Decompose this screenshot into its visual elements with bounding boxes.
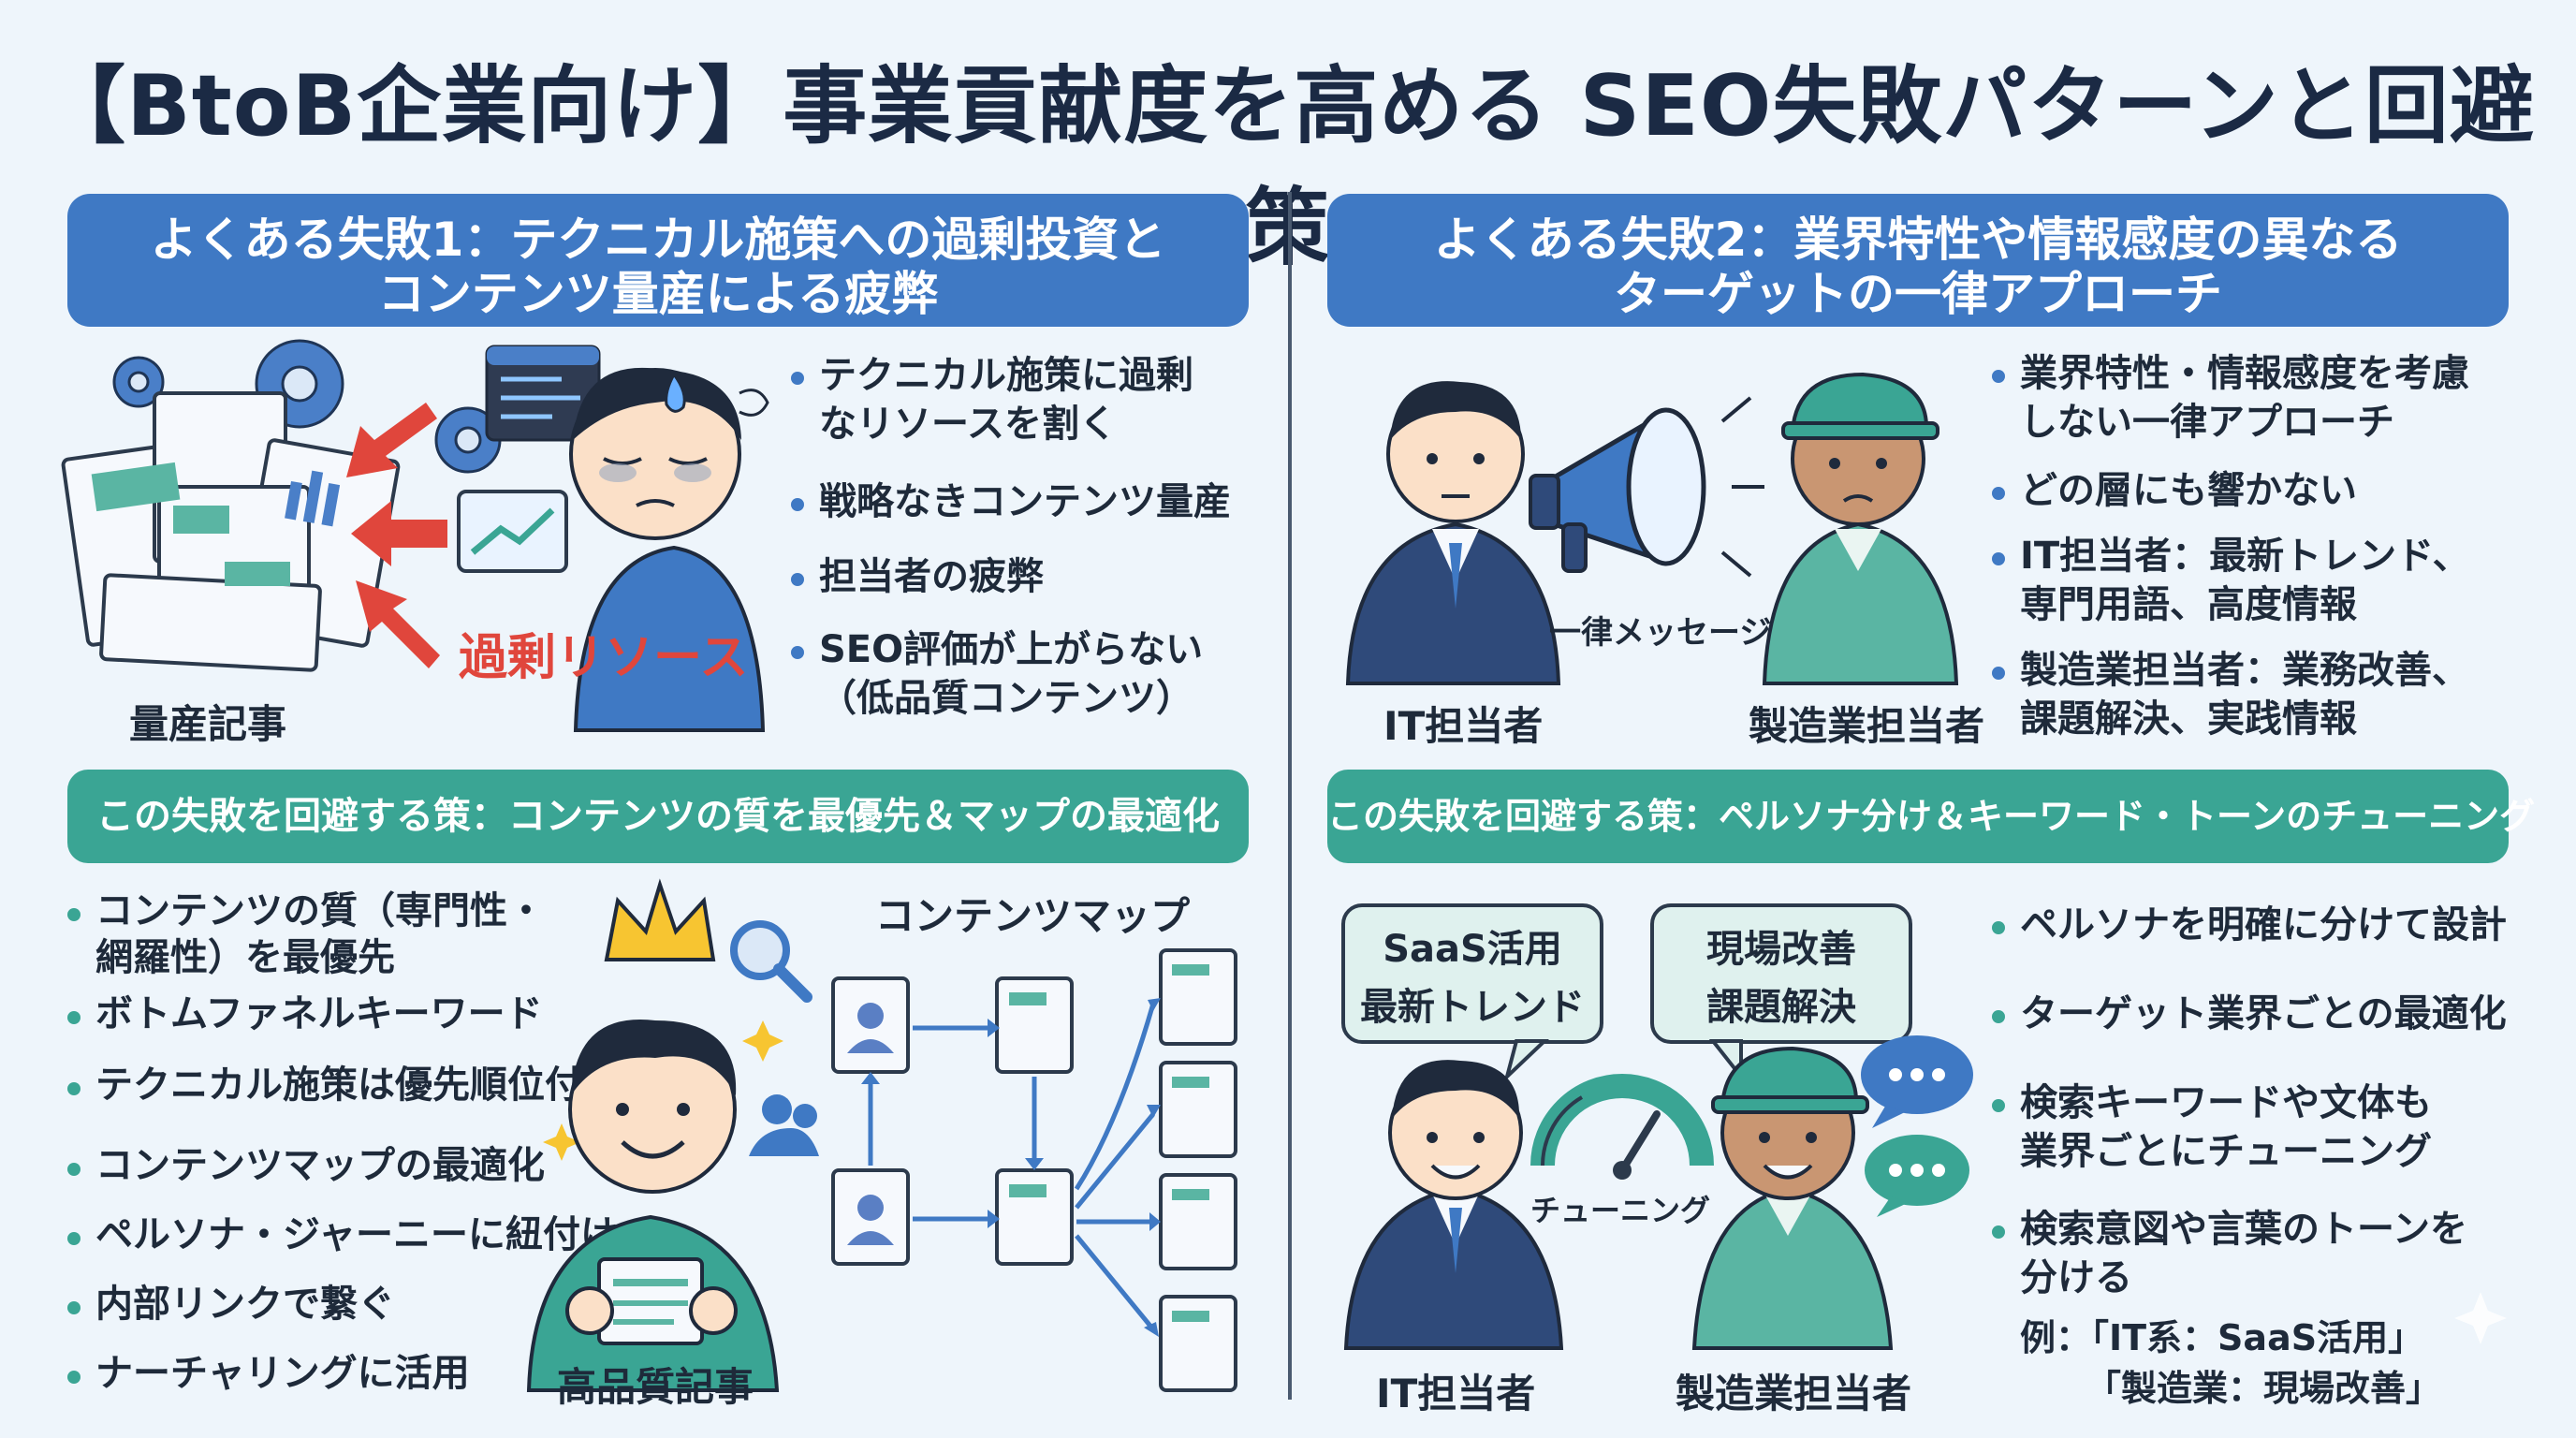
mass-article-label: 量産記事 [129,701,287,747]
center-divider [1288,192,1292,1400]
bubble-it: SaaS活用 最新トレンド [1341,903,1603,1044]
list-item: ペルソナ・ジャーニーに紐付け [67,1211,666,1281]
failure2-banner-line2: ターゲットの一律アプローチ [1614,267,2222,321]
failure2-banner: よくある失敗2：業界特性や情報感度の異なる ターゲットの一律アプローチ [1327,194,2509,327]
list-item: 内部リンクで繋ぐ [67,1281,666,1350]
it-person-label: IT担当者 [1383,703,1544,749]
list-item: 業界特性・情報感度を考慮 しない一律アプローチ [1992,349,2554,466]
users-icon [749,1094,819,1156]
solution2-banner: この失敗を回避する策：ペルソナ分け＆キーワード・トーンのチューニング [1327,770,2535,863]
list-item: 検索キーワードや文体も 業界ごとにチューニング [1992,1078,2554,1205]
list-item: ボトムファネルキーワード [67,990,666,1062]
list-item: ペルソナを明確に分けて設計 [1992,901,2554,990]
mfg-person-label: 製造業担当者 [1749,703,1985,749]
chat-icon [1861,1035,1973,1217]
failure2-banner-line1: よくある失敗2：業界特性や情報感度の異なる [1433,213,2403,267]
list-item: テクニカル施策に過剰 なリソースを割く [791,351,1259,477]
chart-icon [285,470,341,527]
gauge-icon [1530,1074,1714,1180]
list-item: どの層にも響かない [1992,466,2554,532]
list-item: IT担当者：最新トレンド、 専門用語、高度情報 [1992,532,2554,646]
list-item: ナーチャリングに活用 [67,1350,666,1397]
map-arrows [868,1003,1156,1331]
happy-person [526,1020,780,1392]
crown-icon [604,878,716,961]
megaphone-icon [1529,396,1764,578]
magnifier-icon [730,920,812,1003]
tuning-label: チューニング [1530,1193,1711,1228]
list-item: SEO評価が上がらない （低品質コンテンツ） [791,625,1259,723]
sparkle-icon [742,1020,783,1062]
page-title: 【BtoB企業向け】事業貢献度を高める SEO失敗パターンと回避策 [41,57,2535,277]
overload-label: 過剰リソース [459,630,749,686]
code-window-icon [485,345,601,442]
mfg-person-smiling [1691,1046,1894,1350]
failure1-banner: よくある失敗1：テクニカル施策への過剰投資と コンテンツ量産による疲弊 [67,194,1249,327]
it-person-smiling [1343,1060,1564,1350]
example-line1: 例：「IT系：SaaS活用」 [2020,1317,2424,1358]
example-line2: 「製造業：現場改善」 [2086,1368,2442,1409]
sweat-icon [665,372,686,413]
list-item: コンテンツマップの最適化 [67,1142,666,1211]
list-item: 戦略なきコンテンツ量産 [791,477,1259,552]
solution1-points: コンテンツの質（専門性・ 網羅性）を最優先 ボトムファネルキーワード テクニカル… [67,888,666,1397]
solution1-banner: この失敗を回避する策：コンテンツの質を最優先＆マップの最適化 [67,770,1249,863]
list-item: 検索意図や言葉のトーンを 分ける [1992,1205,2554,1302]
content-map-label: コンテンツマップ [875,893,1191,939]
list-item: 担当者の疲弊 [791,552,1259,625]
failure2-points: 業界特性・情報感度を考慮 しない一律アプローチ どの層にも響かない IT担当者：… [1992,349,2554,743]
solution2-points: ペルソナを明確に分けて設計 ターゲット業界ごとの最適化 検索キーワードや文体も … [1992,901,2554,1302]
list-item: テクニカル施策は優先順位付け [67,1062,666,1142]
failure1-banner-line2: コンテンツ量産による疲弊 [377,267,939,321]
tired-person [569,367,769,732]
failure1-banner-line1: よくある失敗1：テクニカル施策への過剰投資と [150,213,1166,267]
overload-arrows [346,403,447,668]
it-person [1345,381,1561,685]
quality-article-label: 高品質記事 [557,1364,754,1410]
mfg-person [1762,372,1959,685]
it-person-label-2: IT担当者 [1376,1371,1536,1416]
list-item: ターゲット業界ごとの最適化 [1992,990,2554,1078]
bubble-mfg: 現場改善 課題解決 [1650,903,1912,1044]
mfg-person-label-2: 製造業担当者 [1676,1371,1912,1416]
list-item: 製造業担当者：業務改善、 課題解決、実践情報 [1992,646,2554,743]
uniform-message-label: 一律メッセージ [1549,614,1772,652]
failure1-points: テクニカル施策に過剰 なリソースを割く 戦略なきコンテンツ量産 担当者の疲弊 S… [791,351,1259,723]
list-item: コンテンツの質（専門性・ 網羅性）を最優先 [67,888,666,990]
